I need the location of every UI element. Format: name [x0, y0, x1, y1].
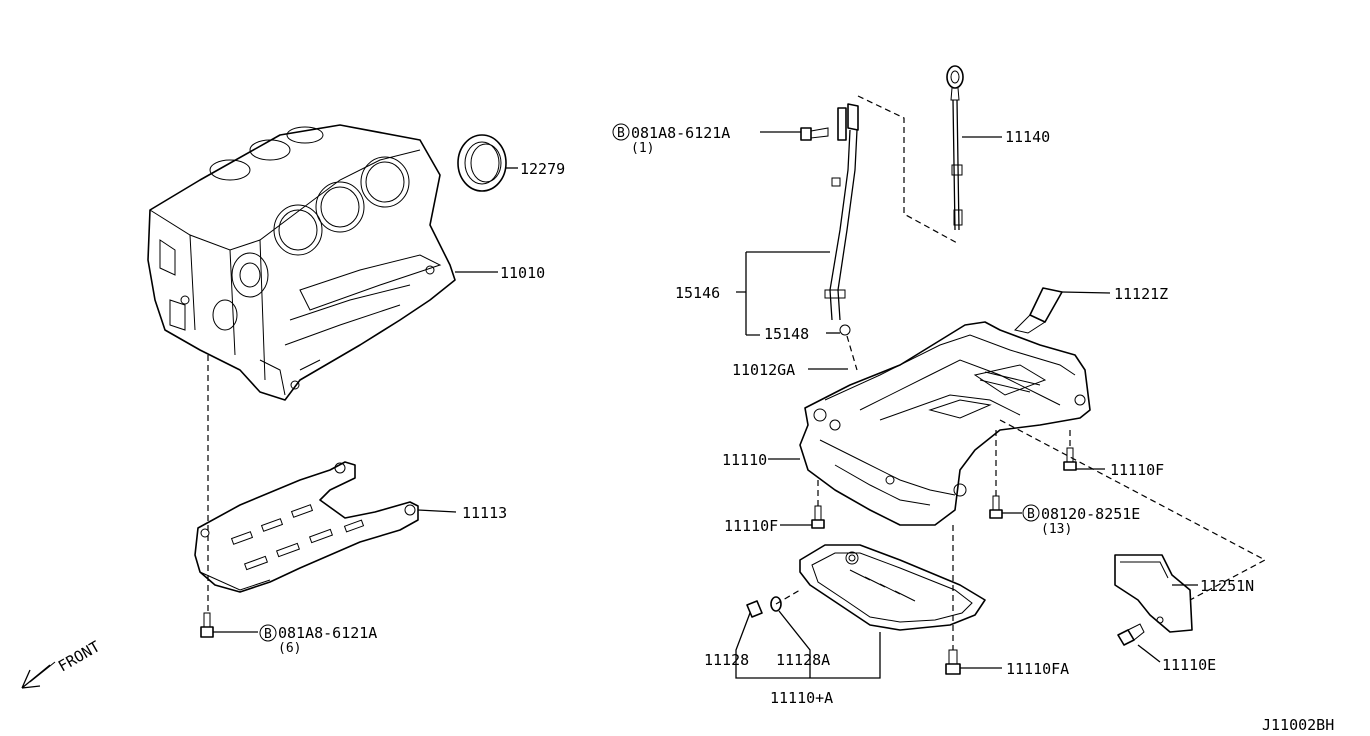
label-11128A: 11128A [776, 651, 830, 669]
label-bolt-top: 081A8-6121A [631, 124, 730, 142]
label-bolt-left-qty: (6) [278, 641, 301, 656]
svg-text:B: B [1027, 507, 1035, 522]
baffle-plate[interactable] [194, 461, 419, 593]
label-15146: 15146 [675, 284, 720, 302]
oil-level-gauge-guide[interactable] [824, 103, 859, 336]
label-11110F-right: 11110F [1110, 461, 1164, 479]
assembly-guide-lines [207, 95, 1267, 650]
label-11110E: 11110E [1162, 656, 1216, 674]
label-bolt-top-qty: (1) [631, 141, 654, 156]
b-marker-right: B [1022, 504, 1040, 522]
label-11121Z: 11121Z [1114, 285, 1168, 303]
bolt-11110F-left[interactable] [811, 505, 825, 529]
bolt-11110E[interactable] [1117, 623, 1145, 646]
b-marker-top: B [612, 123, 630, 141]
label-11110: 11110 [722, 451, 767, 469]
oil-pan-lower[interactable] [799, 544, 986, 631]
label-bolt-right-qty: (13) [1041, 522, 1072, 537]
drain-plug[interactable] [746, 600, 763, 618]
label-11110F-left: 11110F [724, 517, 778, 535]
label-11010: 11010 [500, 264, 545, 282]
label-15148: 15148 [764, 325, 809, 343]
oil-pan-upper[interactable] [799, 321, 1091, 526]
svg-text:B: B [617, 126, 625, 141]
oil-level-gauge[interactable] [946, 65, 964, 231]
bolt-left[interactable] [200, 612, 214, 638]
svg-text:B: B [264, 627, 272, 642]
cylinder-block[interactable] [147, 124, 456, 401]
bolt-11110F-right[interactable] [1063, 447, 1077, 471]
label-11251N: 11251N [1200, 577, 1254, 595]
cover-plate[interactable] [1114, 554, 1193, 633]
label-11012GA: 11012GA [732, 361, 795, 379]
label-bolt-right: 08120-8251E [1041, 505, 1140, 523]
oil-strainer[interactable] [1014, 287, 1063, 334]
label-bolt-left: 081A8-6121A [278, 624, 377, 642]
bolt-top[interactable] [800, 127, 829, 141]
bolt-08120[interactable] [989, 495, 1003, 519]
rear-oil-seal[interactable] [457, 134, 507, 192]
label-11140: 11140 [1005, 128, 1050, 146]
bolt-11110FA[interactable] [945, 649, 961, 675]
label-11110FA: 11110FA [1006, 660, 1069, 678]
label-11110A: 11110+A [770, 689, 833, 707]
label-front: FRONT [55, 637, 103, 675]
label-11128: 11128 [704, 651, 749, 669]
front-direction-arrow [21, 661, 56, 689]
b-marker-left: B [259, 624, 277, 642]
label-11113: 11113 [462, 504, 507, 522]
diagram-code: J11002BH [1262, 716, 1334, 734]
leader-lines [213, 131, 1198, 679]
label-12279: 12279 [520, 160, 565, 178]
